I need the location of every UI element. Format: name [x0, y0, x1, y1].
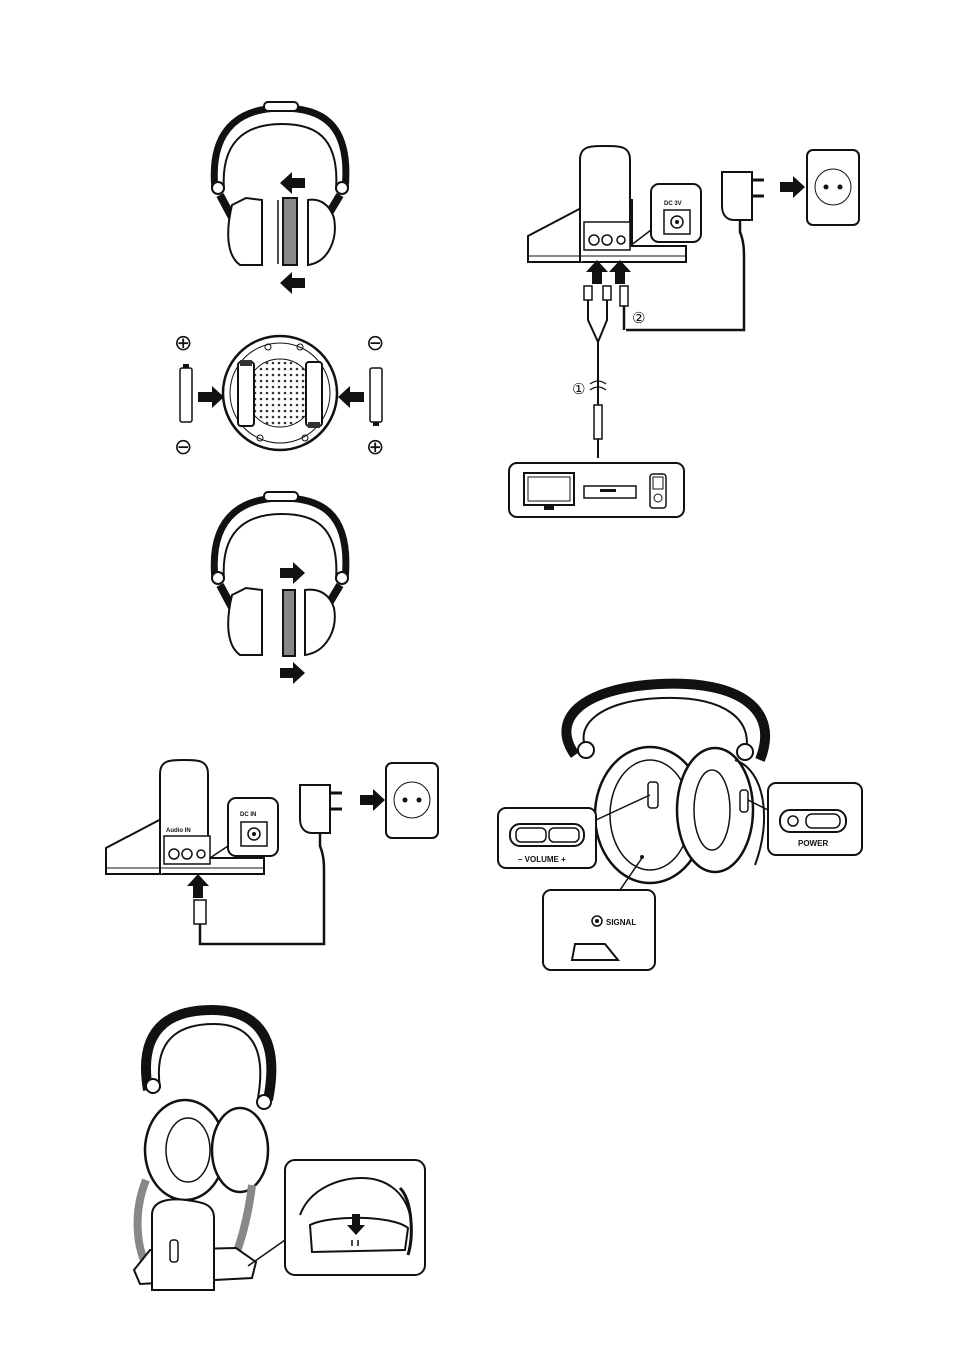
arrow-right-icon: [198, 386, 224, 408]
signal-label: SIGNAL: [606, 918, 636, 927]
audio-cable: [584, 286, 628, 458]
polarity-minus-icon: ⊖: [174, 435, 192, 460]
polarity-plus-icon: ⊕: [366, 435, 384, 460]
arrow-left-icon: [338, 386, 364, 408]
battery-right: [370, 368, 382, 426]
dc-in-label: DC IN: [240, 812, 256, 818]
wall-socket: [807, 150, 859, 225]
volume-label: – VOLUME +: [518, 855, 566, 864]
step-1-label: ①: [572, 380, 585, 398]
audio-sources-box: [509, 463, 684, 517]
wall-socket: [386, 763, 438, 838]
power-label: POWER: [798, 839, 828, 848]
step-2-label: ②: [632, 309, 645, 327]
headphones-open-cover: [212, 102, 348, 265]
battery-compartment: [223, 336, 337, 450]
audio-in-label: Audio IN: [166, 828, 191, 834]
arrow-right-icon: [360, 789, 385, 811]
charging-contacts-callout: [248, 1160, 425, 1275]
arrow-right-icon: [780, 176, 805, 198]
battery-left: [180, 364, 192, 422]
dvd-player-icon: [584, 486, 636, 498]
arrow-up-icon: [187, 874, 209, 898]
headphones-on-charging-stand: [134, 1010, 271, 1290]
mp3-player-icon: [650, 474, 666, 508]
tv-icon: [524, 473, 574, 510]
polarity-plus-icon: ⊕: [174, 331, 192, 356]
polarity-minus-icon: ⊖: [366, 331, 384, 356]
arrow-up-icon: [586, 260, 631, 284]
dc-in-label: DC 3V: [664, 201, 682, 207]
dc-in-zoom-callout: DC 3V: [630, 184, 701, 246]
dc-in-zoom-callout: DC IN: [210, 798, 278, 858]
